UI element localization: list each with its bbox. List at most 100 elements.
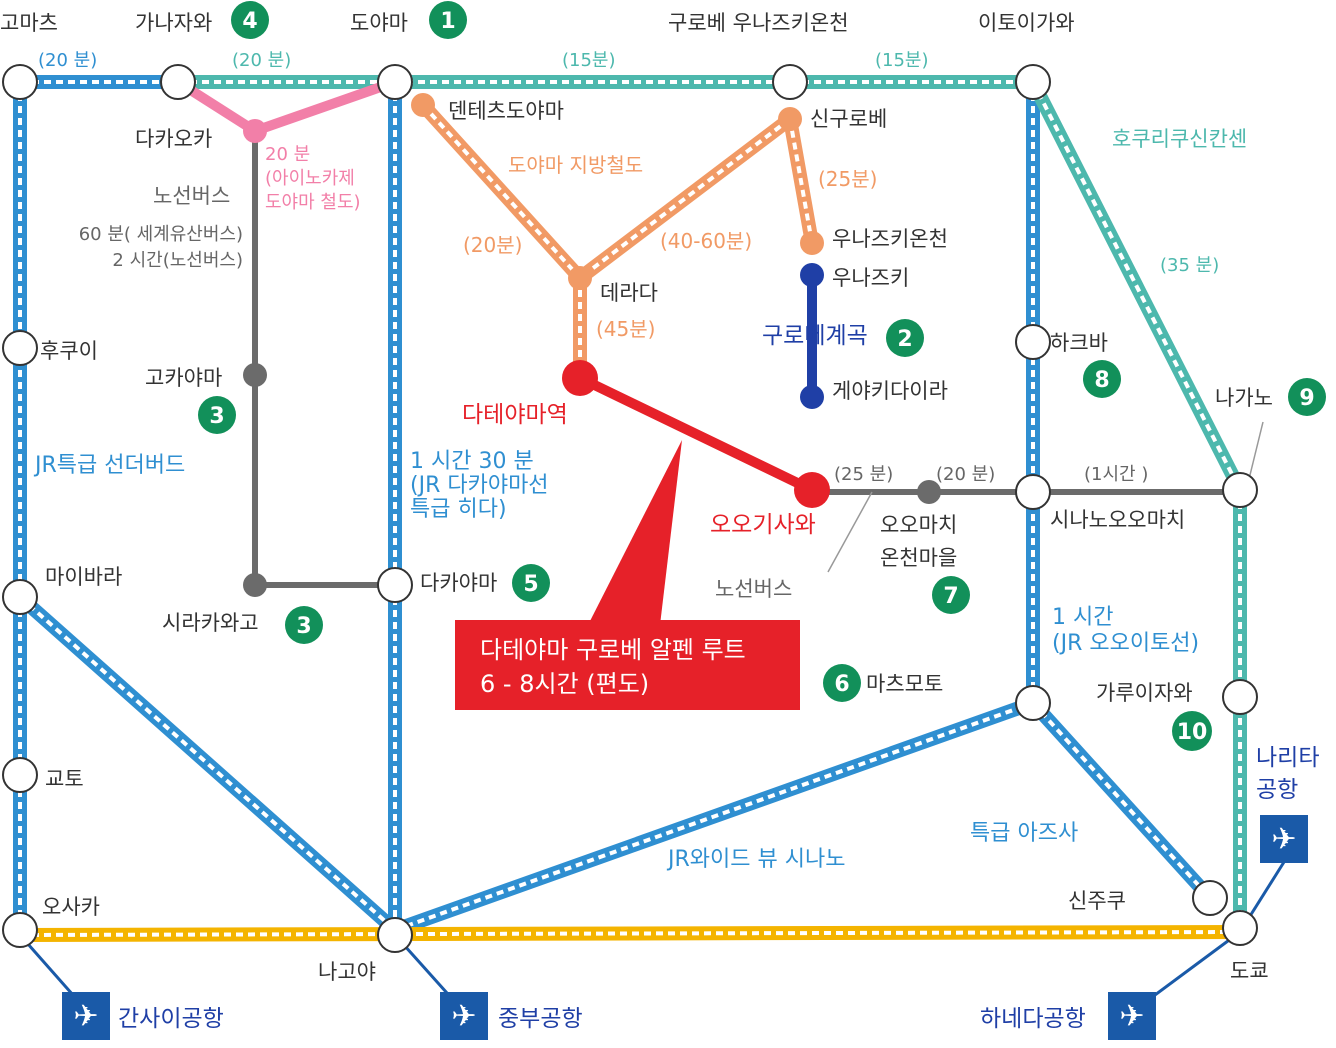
node-gokayama bbox=[243, 363, 267, 387]
label-ogizawa: 오오기사와 bbox=[710, 512, 816, 538]
node-ogizawa bbox=[794, 472, 830, 508]
node-hakuba bbox=[1015, 324, 1051, 360]
badge-hakuba: 8 bbox=[1083, 360, 1121, 398]
ainokaze-line bbox=[173, 77, 400, 136]
label-itoigawa: 이토이가와 bbox=[978, 11, 1075, 35]
station-labels: 고마츠 가나자와 도야마 구로베 우나즈키온천 이토이가와 다카오카 덴테츠도야… bbox=[0, 11, 1273, 984]
label-komatsu: 고마츠 bbox=[0, 11, 58, 35]
svg-text:2 시간(노선버스): 2 시간(노선버스) bbox=[112, 250, 243, 271]
node-karuizawa bbox=[1222, 679, 1258, 715]
badge-karuizawa: 10 bbox=[1172, 711, 1212, 751]
svg-text:(25분): (25분) bbox=[818, 167, 877, 191]
label-maibara: 마이바라 bbox=[45, 565, 122, 589]
node-maibara bbox=[2, 579, 38, 615]
svg-text:(15분): (15분) bbox=[562, 50, 616, 71]
node-unazuki bbox=[800, 263, 824, 287]
svg-text:6: 6 bbox=[834, 672, 849, 697]
svg-text:3: 3 bbox=[209, 404, 224, 429]
node-toyama bbox=[377, 64, 413, 100]
label-nagano: 나가노 bbox=[1215, 386, 1273, 410]
node-nagoya bbox=[377, 917, 413, 953]
node-kanazawa bbox=[160, 64, 196, 100]
label-kansai-airport: 간사이공항 bbox=[118, 1006, 224, 1032]
badge-nagano: 9 bbox=[1288, 378, 1326, 416]
label-toyama-chiho: 도야마 지방철도 bbox=[508, 153, 643, 177]
label-unazuki-onsen: 우나즈키온천 bbox=[832, 227, 948, 251]
svg-text:✈: ✈ bbox=[73, 999, 98, 1034]
svg-text:(20 분): (20 분) bbox=[232, 50, 291, 71]
badge-kanazawa: 4 bbox=[231, 1, 269, 39]
narita-airport-icon: ✈ bbox=[1260, 815, 1308, 863]
label-matsumoto: 마츠모토 bbox=[866, 672, 943, 696]
label-nagoya: 나고야 bbox=[318, 960, 376, 984]
svg-text:8: 8 bbox=[1094, 368, 1109, 393]
node-terada bbox=[568, 266, 592, 290]
tokaido-line bbox=[19, 925, 1241, 942]
svg-text:(35 분): (35 분) bbox=[1160, 255, 1219, 276]
label-omachi-onsen-line2: 온천마을 bbox=[880, 546, 957, 570]
svg-text:4: 4 bbox=[242, 9, 257, 34]
label-bus-gokayama: 노선버스 bbox=[153, 184, 230, 208]
node-tokyo bbox=[1222, 910, 1258, 946]
chubu-airport-icon: ✈ bbox=[440, 992, 488, 1040]
label-narita-line1: 나리타 bbox=[1256, 745, 1319, 771]
node-takayama bbox=[377, 567, 413, 603]
svg-text:(JR 다카야마선: (JR 다카야마선 bbox=[410, 473, 549, 498]
badge-omachi: 7 bbox=[932, 576, 970, 614]
node-shinkurobe bbox=[778, 107, 802, 131]
node-nagano bbox=[1222, 472, 1258, 508]
label-takaoka: 다카오카 bbox=[135, 127, 212, 151]
label-terada: 데라다 bbox=[600, 281, 658, 305]
station-nodes bbox=[2, 64, 1258, 953]
label-shinkurobe: 신구로베 bbox=[810, 107, 887, 131]
node-kurobe bbox=[772, 64, 808, 100]
route-box-title: 다테야마 구로베 알펜 루트 bbox=[480, 636, 746, 664]
label-kurobe-unazuki-onsen: 구로베 우나즈키온천 bbox=[668, 11, 849, 35]
node-shinano-omachi bbox=[1015, 474, 1051, 510]
label-dentetsu-toyama: 덴테츠도야마 bbox=[448, 99, 564, 123]
label-unazuki: 우나즈키 bbox=[832, 266, 909, 290]
kansai-airport-icon: ✈ bbox=[62, 992, 110, 1040]
label-haneda-airport: 하네다공항 bbox=[980, 1006, 1086, 1032]
svg-text:특급 히다): 특급 히다) bbox=[410, 497, 507, 522]
svg-text:(아이노카제: (아이노카제 bbox=[265, 168, 355, 189]
node-tateyama bbox=[562, 360, 598, 396]
label-hokuriku-shinkansen: 호쿠리쿠신칸센 bbox=[1112, 127, 1247, 151]
node-unazuki-onsen bbox=[800, 231, 824, 255]
badge-takayama: 5 bbox=[512, 564, 550, 602]
toyama-chiho-line bbox=[416, 98, 819, 385]
node-takaoka bbox=[243, 119, 267, 143]
haneda-airport-icon: ✈ bbox=[1108, 992, 1156, 1040]
airport-icons: ✈ ✈ ✈ ✈ bbox=[62, 815, 1308, 1040]
svg-text:9: 9 bbox=[1299, 386, 1314, 411]
svg-text:(20 분): (20 분) bbox=[38, 50, 97, 71]
badge-matsumoto: 6 bbox=[823, 664, 861, 702]
svg-text:(20 분): (20 분) bbox=[936, 464, 995, 485]
alpine-route-line bbox=[575, 373, 817, 495]
svg-text:60 분( 세계유산버스): 60 분( 세계유산버스) bbox=[79, 224, 243, 245]
label-gokayama: 고카야마 bbox=[145, 366, 222, 390]
node-kyoto bbox=[2, 757, 38, 793]
svg-text:✈: ✈ bbox=[1271, 822, 1296, 857]
badge-gokayama: 3 bbox=[198, 396, 236, 434]
label-kyoto: 교토 bbox=[45, 767, 84, 791]
label-shirakawago: 시라카와고 bbox=[162, 611, 259, 635]
svg-text:1 시간 30 분: 1 시간 30 분 bbox=[410, 449, 534, 474]
label-jr-thunderbird: JR특급 선더버드 bbox=[33, 453, 185, 478]
node-matsumoto bbox=[1015, 685, 1051, 721]
svg-text:✈: ✈ bbox=[1119, 999, 1144, 1034]
badges: 1 4 2 3 3 5 6 7 8 9 10 bbox=[198, 1, 1326, 751]
svg-text:(40-60분): (40-60분) bbox=[660, 229, 752, 253]
jr-lines bbox=[13, 75, 1217, 937]
route-callout: 다테야마 구로베 알펜 루트 6 - 8시간 (편도) bbox=[455, 440, 800, 710]
svg-text:(JR 오오이토선): (JR 오오이토선) bbox=[1052, 631, 1199, 656]
label-bus-ogizawa: 노선버스 bbox=[715, 577, 792, 601]
svg-text:(1시간 ): (1시간 ) bbox=[1084, 464, 1148, 485]
node-osaka bbox=[2, 912, 38, 948]
route-box-duration: 6 - 8시간 (편도) bbox=[480, 670, 649, 698]
svg-text:(45분): (45분) bbox=[596, 317, 655, 341]
svg-text:(20분): (20분) bbox=[463, 233, 522, 257]
label-kurobe-gorge: 구로베계곡 bbox=[762, 323, 868, 349]
label-takayama: 다카야마 bbox=[420, 571, 497, 595]
